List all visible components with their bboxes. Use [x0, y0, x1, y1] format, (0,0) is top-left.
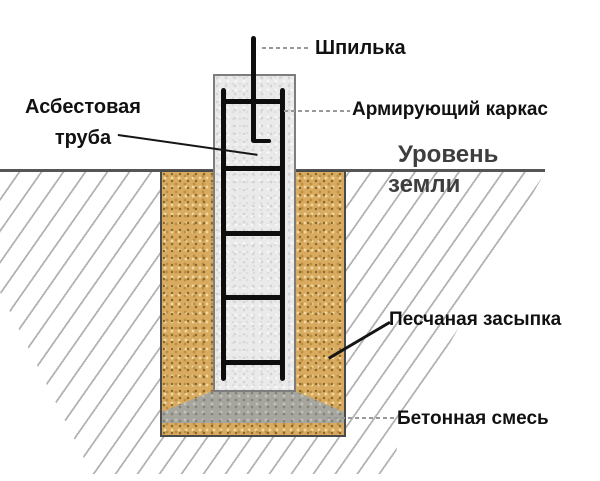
- stud-label: Шпилька: [315, 37, 406, 59]
- asbestos-pipe-label-line1: Асбестовая: [25, 96, 141, 118]
- ground-level-label-line1: Уровень: [398, 141, 499, 168]
- sand-backfill-label: Песчаная засыпка: [389, 309, 562, 330]
- ground-level-label-line2: земли: [388, 171, 461, 198]
- rebar-rung: [221, 231, 285, 236]
- reinforcing-frame-leader-line: [284, 110, 350, 112]
- rebar-rung: [221, 295, 285, 300]
- rebar-rung: [221, 166, 285, 171]
- stud-leader-line: [262, 47, 308, 49]
- concrete-mix-leader-line: [327, 417, 396, 419]
- asbestos-pipe-label: Асбестовая труба: [20, 92, 146, 154]
- reinforcing-frame-label: Армирующий каркас: [352, 99, 548, 120]
- ground-level-label: Уровень земли: [388, 140, 498, 200]
- concrete-mix-label: Бетонная смесь: [397, 408, 549, 429]
- asbestos-pipe-label-line2: труба: [54, 127, 112, 149]
- stud-rod-foot: [253, 139, 271, 143]
- rebar-rung: [221, 360, 285, 365]
- stud-rod: [251, 36, 256, 143]
